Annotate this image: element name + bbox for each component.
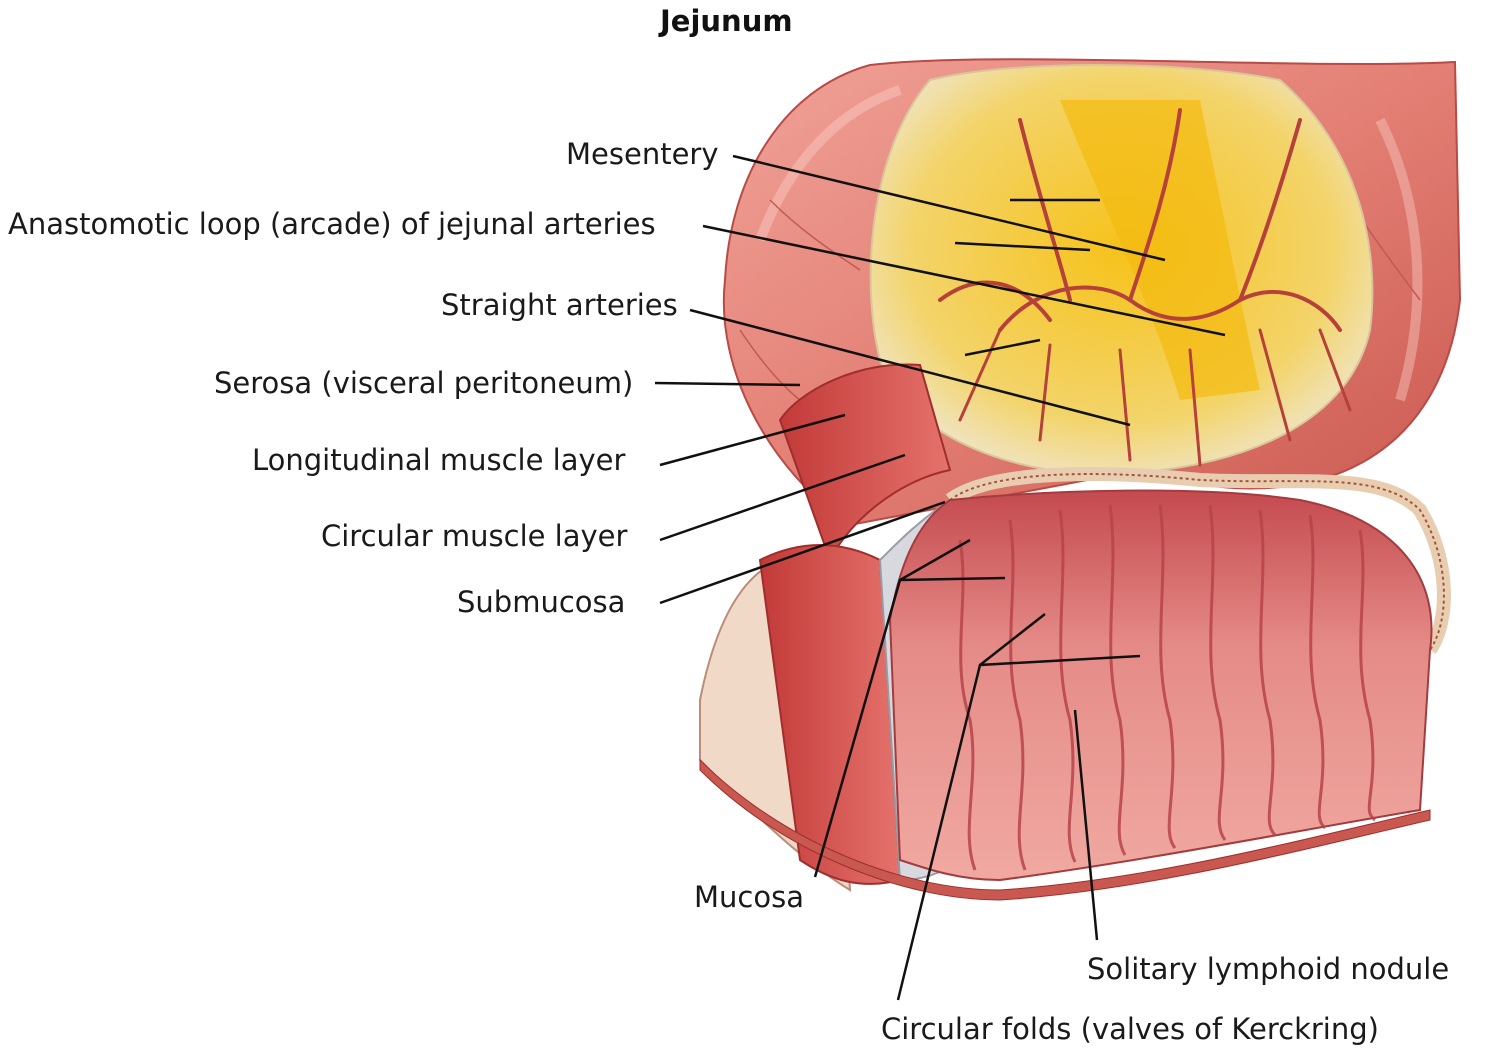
leader-circular-muscle	[659, 453, 906, 542]
leader-mucosa	[813, 538, 1006, 878]
outer-band	[699, 758, 1431, 901]
leader-submucosa	[659, 500, 946, 605]
leader-lines	[654, 154, 1226, 1001]
leader-anastomotic	[702, 224, 1226, 337]
lumen-rim	[945, 467, 1451, 654]
label-mucosa: Mucosa	[694, 880, 804, 914]
label-straight-arteries: Straight arteries	[441, 288, 678, 322]
leader-straight	[689, 308, 1131, 427]
leader-solitary	[1073, 709, 1099, 941]
label-longitudinal-muscle: Longitudinal muscle layer	[252, 443, 626, 477]
figure-title: Jejunum	[660, 4, 793, 38]
leader-longitudinal	[659, 413, 846, 467]
jejunal-arteries	[938, 108, 1352, 467]
label-circular-muscle: Circular muscle layer	[321, 519, 628, 553]
label-solitary-lymphoid-nodule: Solitary lymphoid nodule	[1087, 952, 1450, 986]
mesentery-region	[869, 64, 1374, 477]
mucosa-surface	[888, 489, 1433, 882]
leader-circular-folds	[896, 613, 1141, 1001]
label-mesentery: Mesentery	[566, 137, 719, 171]
label-circular-folds: Circular folds (valves of Kerckring)	[881, 1012, 1379, 1046]
label-submucosa: Submucosa	[457, 585, 626, 619]
leader-serosa	[654, 381, 801, 387]
leader-straight-b	[964, 338, 1041, 357]
leader-mesentery	[732, 154, 1166, 262]
label-anastomotic-loop: Anastomotic loop (arcade) of jejunal art…	[8, 207, 656, 241]
label-serosa: Serosa (visceral peritoneum)	[214, 366, 634, 400]
leader-anastomotic-b	[954, 241, 1091, 252]
